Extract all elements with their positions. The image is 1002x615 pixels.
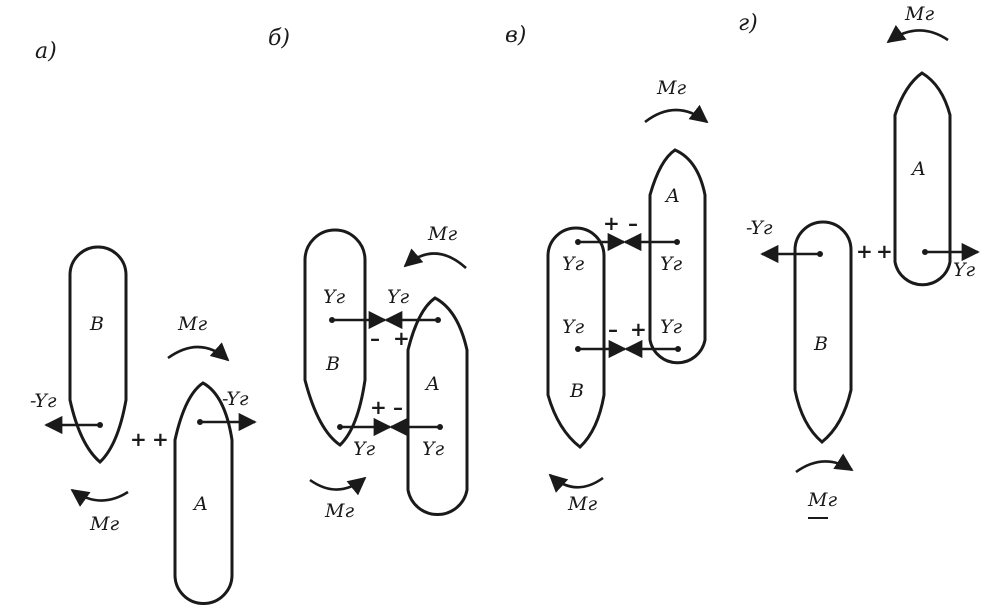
force-point-a-a [197,419,203,425]
sign-minus-b2: – [393,395,403,419]
ship-a-hull-v [648,148,707,365]
force-label-a-v-top: Yг [660,253,683,275]
force-label-a-v-bottom: Yг [660,316,683,338]
force-point-a-v-bottom [675,346,681,352]
force-point-b-g [817,251,823,257]
ship-b-hull-g [793,220,853,444]
force-point-a-v-top [674,239,680,245]
force-point-b-b-top [329,317,335,323]
sign-plus-b1: + [393,326,410,350]
force-label-a-a: -Yг [222,388,249,410]
sign-plus-v1: + [603,211,620,235]
moment-label-b-top: Mг [427,223,457,245]
force-point-b-b-bottom [337,424,343,430]
ship-a-label-b: A [424,373,440,395]
sign-minus-v1: – [628,211,638,235]
moment-label-g-bottom: Mг [807,489,837,511]
sign-plus-a2: + [152,427,169,451]
ship-a-label-v: A [664,185,680,207]
moment-label-v-top: Mг [656,77,686,99]
moment-arc-g-bottom [795,453,854,474]
moment-label-a-top: Mг [177,313,207,335]
force-point-a-b-bottom [437,424,443,430]
panel-label-b: б) [268,26,290,51]
sign-minus-b1: – [370,326,380,350]
force-label-a-b-bottom: Yг [422,438,445,460]
force-label-a-b-top: Yг [387,286,410,308]
panel-label-a: а) [35,39,57,64]
moment-label-b-bottom: Mг [324,500,354,522]
panel-label-g: г) [738,11,758,36]
ship-a-hull-b [406,296,469,516]
moment-label-a-bottom: Mг [89,513,119,535]
ship-b-label-a: B [89,313,104,335]
force-point-b-a [97,422,103,428]
force-label-a-g: Yг [953,259,976,281]
moment-arc-g-top [886,24,949,44]
sign-minus-v2: – [608,317,618,341]
force-label-b-v-top: Yг [562,253,585,275]
moment-label-v-bottom: Mг [567,493,597,515]
ship-a-hull-g [893,71,952,287]
ship-a-label-a: A [192,493,208,515]
sign-plus-v2: + [630,317,647,341]
force-label-b-b-top: Yг [323,286,346,308]
force-point-a-b-top [435,317,441,323]
ship-b-hull-v [546,226,606,449]
sign-plus-g2: + [876,239,893,263]
ship-b-hull-b [303,228,367,447]
moment-arc-a-bottom [70,488,129,507]
panel-label-v: в) [505,23,526,48]
force-point-b-v-top [575,239,581,245]
force-point-a-g [922,249,928,255]
force-label-b-b-bottom: Yг [353,438,376,460]
force-label-b-a: -Yг [30,390,57,412]
force-label-b-g: -Yг [746,217,773,239]
moment-arc-v-bottom [548,473,604,493]
sign-plus-a1: + [130,427,147,451]
ship-a-label-g: A [910,158,926,180]
ship-b-label-b: B [325,353,340,375]
ship-b-label-v: B [569,380,584,402]
moment-arc-a-top [167,342,230,362]
force-label-b-v-bottom: Yг [562,316,585,338]
sign-plus-b2: + [370,395,387,419]
force-point-b-v-bottom [575,346,581,352]
moment-label-g-top: Mг [904,3,934,25]
sign-plus-g1: + [856,239,873,263]
ship-a-hull-a [173,381,234,605]
moment-arc-v-top [644,104,709,124]
ship-b-label-g: B [813,333,828,355]
ship-b-hull-a [68,245,128,465]
moment-arc-b-top [403,248,467,269]
moment-arc-b-bottom [309,476,367,496]
